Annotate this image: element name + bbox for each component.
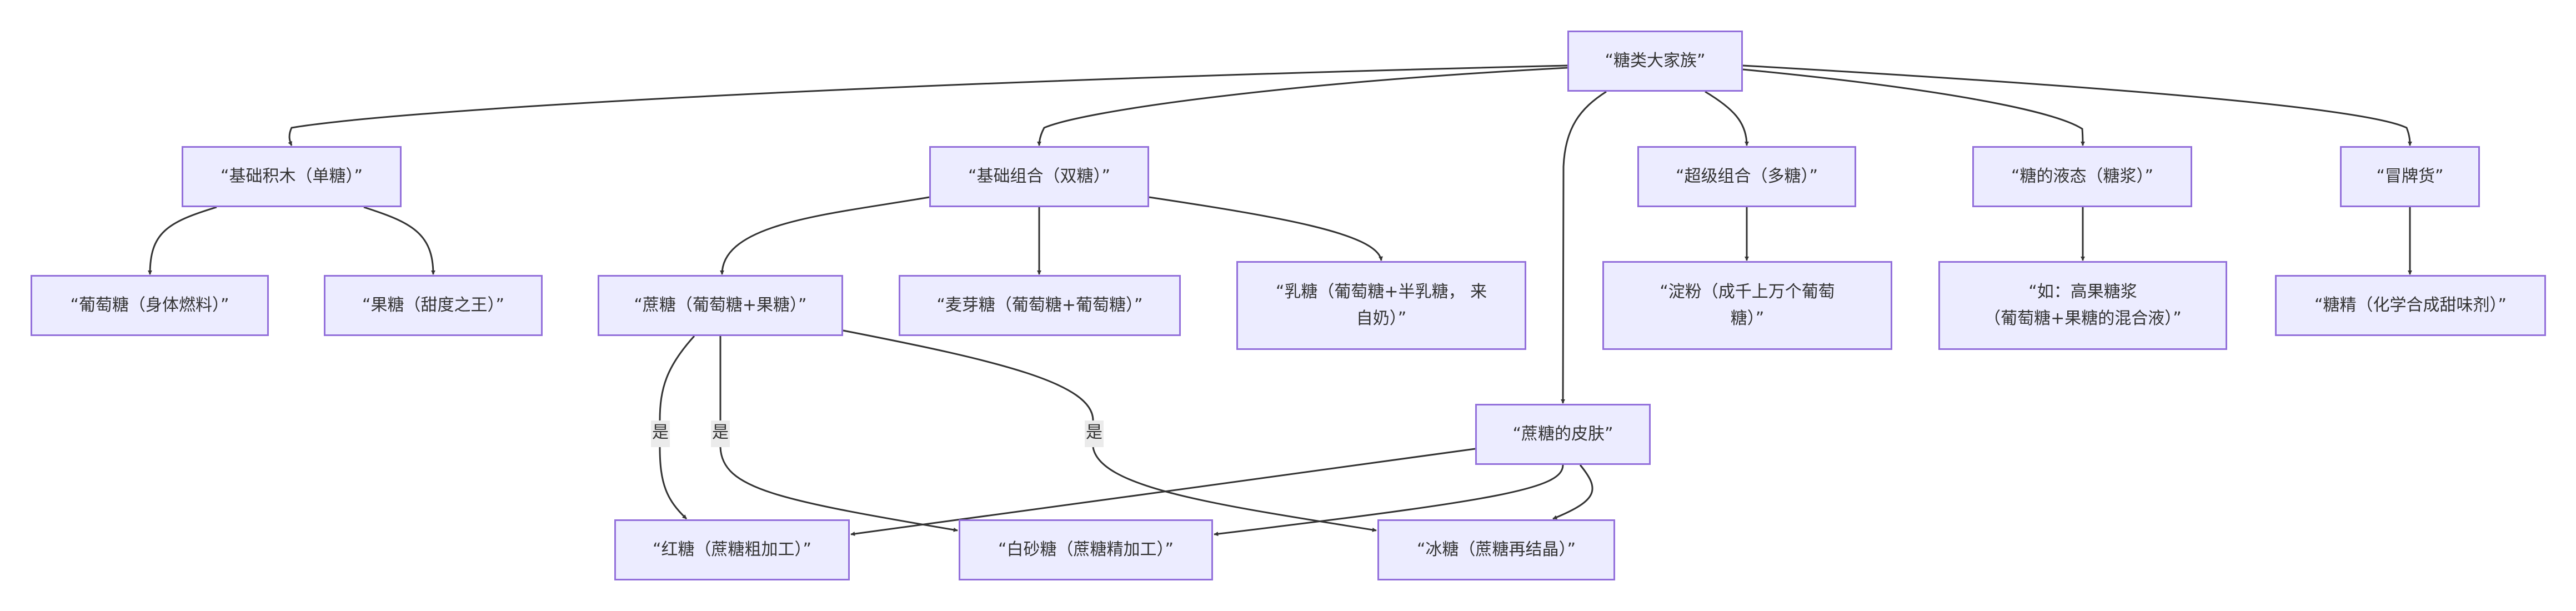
- node-polysaccharide[interactable]: “超级组合（多糖）”: [1637, 146, 1856, 207]
- edge-label-sucrose-brown: 是: [651, 420, 670, 447]
- node-label: “基础积木（单糖）”: [220, 167, 363, 186]
- edge-root-mono: [288, 64, 1568, 146]
- node-sugar-family[interactable]: “糖类大家族”: [1567, 31, 1743, 92]
- node-label-line: 自奶）”: [1356, 309, 1407, 328]
- node-label-line: “如：高果糖浆: [2028, 282, 2137, 302]
- node-label: “红糖（蔗糖粗加工）”: [652, 540, 812, 559]
- edge-di-lactose: [1149, 196, 1383, 261]
- node-label: “麦芽糖（葡萄糖+葡萄糖）”: [936, 296, 1143, 315]
- edge-root-skin: [1561, 91, 1607, 404]
- node-label: “葡萄糖（身体燃料）”: [70, 296, 229, 315]
- edge-root-di: [1037, 67, 1568, 146]
- edge-skin-rock: [1552, 464, 1593, 520]
- node-label: “果糖（甜度之王）”: [362, 296, 505, 315]
- edge-skin-white: [1214, 464, 1564, 537]
- node-imitation[interactable]: “冒牌货”: [2340, 146, 2480, 207]
- node-brown-sugar[interactable]: “红糖（蔗糖粗加工）”: [614, 519, 850, 580]
- edge-root-syrup: [1742, 68, 2085, 146]
- edge-mono-fructose: [363, 206, 435, 275]
- node-label: “白砂糖（蔗糖精加工）”: [998, 540, 1174, 559]
- node-label-line: “乳糖（葡萄糖+半乳糖， 来: [1275, 282, 1487, 302]
- node-label: “超级组合（多糖）”: [1675, 167, 1818, 186]
- node-fructose[interactable]: “果糖（甜度之王）”: [324, 275, 543, 336]
- edge-mono-glucose: [148, 206, 217, 275]
- node-glucose[interactable]: “葡萄糖（身体燃料）”: [31, 275, 269, 336]
- node-high-fructose-syrup[interactable]: “如：高果糖浆 （葡萄糖+果糖的混合液）”: [1938, 261, 2227, 350]
- edge-di-sucrose: [720, 196, 930, 275]
- node-saccharin[interactable]: “糖精（化学合成甜味剂）”: [2275, 275, 2546, 336]
- node-label: “糖的液态（糖浆）”: [2011, 167, 2154, 186]
- node-syrup[interactable]: “糖的液态（糖浆）”: [1972, 146, 2192, 207]
- node-label-line: （葡萄糖+果糖的混合液）”: [1984, 309, 2182, 328]
- node-starch[interactable]: “淀粉（成千上万个葡萄糖）”: [1602, 261, 1892, 350]
- edge-skin-brown: [850, 448, 1476, 536]
- edge-label-sucrose-rock: 是: [1085, 420, 1104, 447]
- edge-sucrose-white: [719, 336, 958, 530]
- node-sucrose-skin[interactable]: “蔗糖的皮肤”: [1475, 404, 1651, 465]
- node-label: “糖类大家族”: [1605, 51, 1706, 71]
- node-lactose[interactable]: “乳糖（葡萄糖+半乳糖， 来自奶）”: [1236, 261, 1526, 350]
- node-maltose[interactable]: “麦芽糖（葡萄糖+葡萄糖）”: [899, 275, 1181, 336]
- edge-root-fake: [1742, 64, 2412, 146]
- node-label: “蔗糖（葡萄糖+果糖）”: [634, 296, 807, 315]
- node-label: “冒牌货”: [2376, 167, 2444, 186]
- node-disaccharide[interactable]: “基础组合（双糖）”: [929, 146, 1149, 207]
- edge-label-sucrose-white: 是: [711, 420, 730, 447]
- node-rock-sugar[interactable]: “冰糖（蔗糖再结晶）”: [1377, 519, 1615, 580]
- node-label: “糖精（化学合成甜味剂）”: [2314, 296, 2507, 315]
- edge-sucrose-brown: [659, 335, 695, 519]
- node-label: “蔗糖的皮肤”: [1512, 424, 1613, 444]
- node-label-line: “淀粉（成千上万个葡萄: [1660, 282, 1835, 302]
- node-sucrose[interactable]: “蔗糖（葡萄糖+果糖）”: [598, 275, 843, 336]
- node-white-sugar[interactable]: “白砂糖（蔗糖精加工）”: [959, 519, 1213, 580]
- node-label: “冰糖（蔗糖再结晶）”: [1416, 540, 1576, 559]
- node-label-line: 糖）”: [1730, 309, 1765, 328]
- edge-root-poly: [1705, 91, 1749, 146]
- node-monosaccharide[interactable]: “基础积木（单糖）”: [182, 146, 402, 207]
- edge-sucrose-rock: [843, 329, 1376, 530]
- node-label: “基础组合（双糖）”: [968, 167, 1111, 186]
